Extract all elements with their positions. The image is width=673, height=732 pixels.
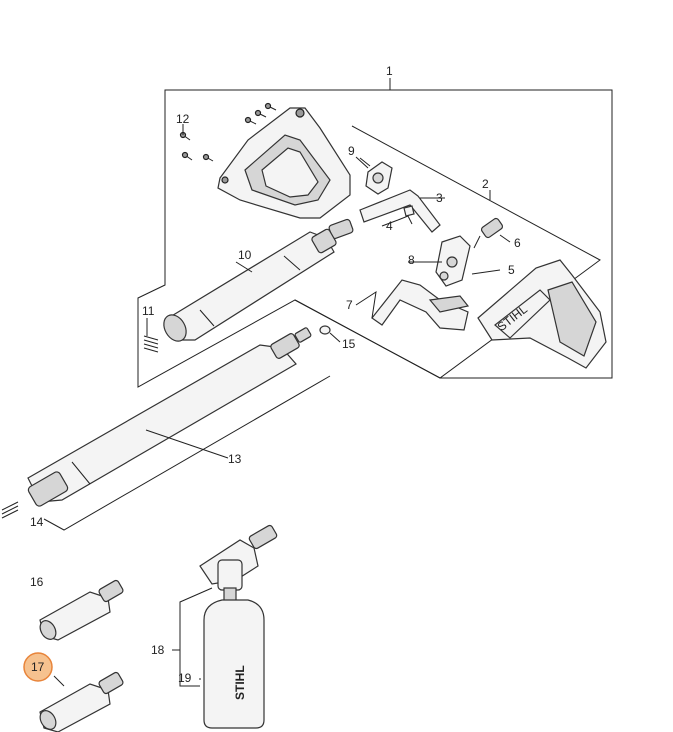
callout-12[interactable]: 12 — [176, 112, 190, 126]
part-6-plug — [473, 217, 511, 249]
part-15-o-ring — [319, 325, 341, 343]
handle-housing — [217, 107, 351, 219]
part-17-nozzle — [39, 671, 124, 732]
callout-17[interactable]: 17 — [31, 660, 45, 674]
part-8-trigger-valve — [435, 235, 471, 287]
part-11-spring — [143, 318, 159, 353]
part-13-lance — [27, 327, 312, 507]
callout-9[interactable]: 9 — [348, 144, 355, 158]
assembly-1-frame — [137, 78, 613, 388]
leader-lines — [145, 124, 501, 459]
part-2-grip-shell: STIHL — [477, 259, 607, 369]
part-4-clip — [397, 215, 413, 225]
part-18-foam-nozzle — [199, 524, 278, 603]
callout-17-highlight[interactable]: 17 — [23, 652, 53, 682]
part-7-trigger-lever — [371, 279, 470, 331]
callout-18[interactable]: 18 — [151, 643, 165, 657]
callout-13[interactable]: 13 — [228, 452, 242, 466]
callout-7[interactable]: 7 — [346, 298, 353, 312]
callout-15[interactable]: 15 — [342, 337, 356, 351]
part-3-connector-tube — [328, 189, 445, 240]
callout-4[interactable]: 4 — [386, 219, 393, 233]
leader-17 — [53, 675, 65, 687]
callout-1[interactable]: 1 — [386, 64, 393, 78]
callout-16[interactable]: 16 — [30, 575, 44, 589]
leader-18-19 — [179, 587, 213, 687]
callout-5[interactable]: 5 — [508, 263, 515, 277]
callout-3[interactable]: 3 — [436, 191, 443, 205]
part-14-spring — [1, 501, 19, 519]
part-10-handle-tube — [163, 228, 337, 342]
callout-6[interactable]: 6 — [514, 236, 521, 250]
bottle-brand-text: STIHL — [233, 665, 247, 700]
part-9-valve-fitting — [359, 157, 393, 195]
part-19-foam-bottle: STIHL — [203, 599, 265, 729]
callout-8[interactable]: 8 — [408, 253, 415, 267]
callout-11[interactable]: 11 — [142, 304, 155, 318]
callout-19[interactable]: 19 — [178, 671, 192, 685]
callout-10[interactable]: 10 — [238, 248, 252, 262]
callout-14[interactable]: 14 — [30, 515, 44, 529]
leader-14 — [43, 375, 331, 531]
callout-2[interactable]: 2 — [482, 177, 489, 191]
part-16-nozzle — [39, 579, 124, 641]
